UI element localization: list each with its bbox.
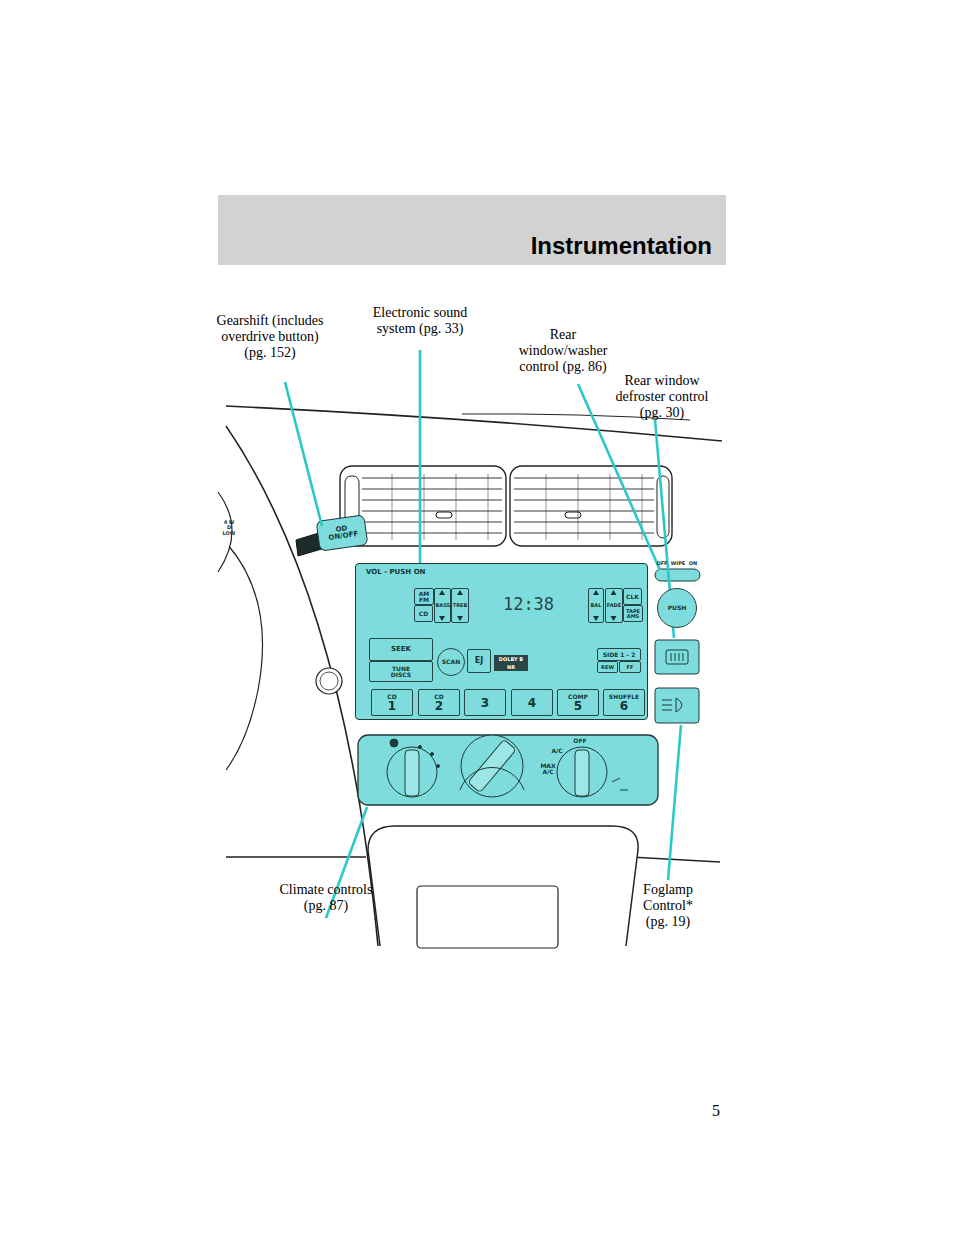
cluster-indicator: 4 W D LOW	[221, 520, 237, 536]
radio-button: COMP5	[557, 689, 599, 716]
page-number: 5	[712, 1102, 728, 1120]
button-label: 3	[481, 697, 489, 709]
gearshift-end	[316, 515, 368, 551]
steering-wheel-spoke	[226, 545, 263, 770]
callout-label: Foglamp Control* (pg. 19)	[634, 882, 702, 930]
button-label: TUNE DISCS	[386, 666, 416, 678]
button-label: EJ	[475, 657, 483, 665]
dolby-badge: DOLBY B NR	[494, 655, 528, 671]
preset-number: 2	[435, 700, 443, 712]
wiper-position-label: ON	[688, 561, 698, 566]
radio-button: SCAN	[437, 648, 465, 676]
radio-button: 3	[464, 689, 506, 716]
radio-button: TUNE DISCS	[369, 661, 433, 682]
wiper-position-label: WIPE	[670, 561, 686, 566]
wiper-position-label: OFF	[656, 561, 668, 566]
radio-button: CD	[414, 605, 433, 622]
radio-button: CD1	[371, 689, 413, 716]
climate-panel	[358, 735, 658, 805]
leader-lines	[285, 350, 681, 918]
button-label: CD	[419, 611, 428, 617]
button-label: 4	[528, 697, 536, 709]
radio-button: 4	[511, 689, 553, 716]
radio-button: BAL	[588, 588, 604, 623]
radio-faceplate: VOL - PUSH ON AM FM CD BASSTREB BAL FADE CLK TA…	[355, 563, 648, 720]
foglamp-icon	[662, 698, 682, 712]
climate-mode-label: OFF	[572, 738, 588, 744]
radio-button: CLK	[623, 588, 642, 605]
preset-number: 6	[620, 700, 628, 712]
button-label: PUSH	[668, 605, 687, 611]
foglamp-button	[655, 688, 699, 723]
button-label: REW	[601, 665, 614, 670]
button-label: VOL - PUSH ON	[366, 569, 425, 576]
round-switch	[320, 672, 338, 690]
button-label: SEEK	[391, 646, 411, 653]
radio-button: REW	[597, 661, 618, 673]
button-label: FADE	[607, 603, 621, 608]
radio-button: BASS	[434, 588, 451, 623]
wiper-knob: PUSH	[657, 588, 697, 628]
button-label: AM FM	[416, 591, 433, 603]
button-label: TAPE AMS	[625, 609, 642, 619]
radio-button: TAPE AMS	[623, 605, 643, 622]
radio-button: AM FM	[414, 588, 434, 605]
button-label: FF	[627, 665, 634, 670]
climate-mode-label: A/C	[550, 748, 564, 754]
radio-button: CD2	[418, 689, 460, 716]
callout-label: Climate controls (pg. 87)	[269, 882, 383, 914]
console-bin	[417, 886, 558, 948]
defroster-icon	[666, 650, 688, 664]
callout-label: Electronic sound system (pg. 33)	[366, 305, 474, 337]
callout-label: Gearshift (includes overdrive button) (p…	[212, 313, 328, 361]
page-title: Instrumentation	[531, 232, 712, 260]
display-readout: 12:38	[472, 590, 585, 618]
radio-button: EJ	[467, 649, 491, 673]
preset-number: 1	[388, 700, 396, 712]
radio-button: SIDE 1 - 2	[597, 648, 641, 661]
preset-number: 5	[574, 700, 582, 712]
button-label: OD ON/OFF	[327, 524, 357, 542]
button-label: BAL	[591, 603, 602, 608]
button-label: SCAN	[442, 659, 460, 665]
callout-label: Rear window/washer control (pg. 86)	[515, 327, 611, 375]
button-label: SIDE 1 - 2	[603, 652, 636, 658]
button-label: TREB	[453, 603, 468, 608]
climate-mode-label: MAX A/C	[540, 763, 556, 776]
defroster-button	[655, 640, 699, 674]
air-vents	[340, 466, 672, 546]
radio-button: FADE	[605, 588, 623, 623]
radio-button: FF	[619, 661, 641, 673]
callout-label: Rear window defroster control (pg. 30)	[605, 373, 719, 421]
radio-button: SEEK	[369, 638, 433, 661]
round-switch	[316, 668, 342, 694]
button-label: CLK	[626, 594, 639, 600]
radio-button: SHUFFLE6	[603, 689, 645, 716]
wiper-switch	[655, 569, 700, 581]
radio-button: TREB	[451, 588, 469, 623]
climate-knobs	[387, 735, 628, 797]
button-label: BASS	[436, 603, 450, 608]
